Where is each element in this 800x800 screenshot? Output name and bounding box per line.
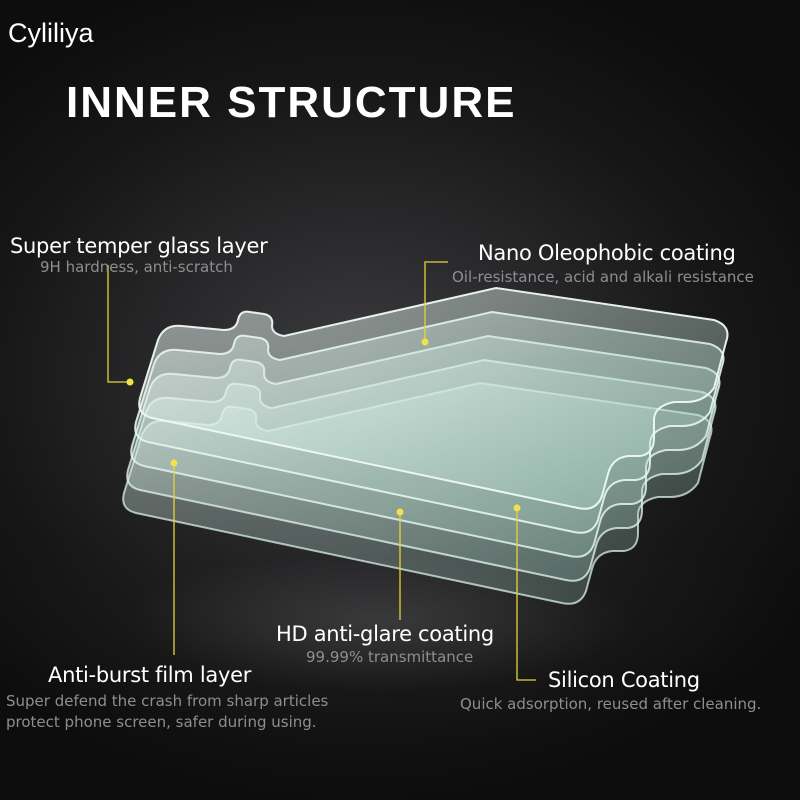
label-super-temper-glass: Super temper glass layer [10,234,268,258]
sublabel-anti-burst-line1: Super defend the crash from sharp articl… [6,692,329,710]
label-silicon-coating: Silicon Coating [548,668,700,692]
leader-line-super-temper [107,265,128,383]
label-hd-anti-glare: HD anti-glare coating [276,622,494,646]
sublabel-anti-burst-line2: protect phone screen, safer during using… [6,713,317,731]
brand-logo-text: Cyliliya [8,18,94,48]
marker-dot-hd [396,508,404,516]
marker-dot-nano [421,338,429,346]
sublabel-hd-anti-glare: 99.99% transmittance [306,648,474,666]
page-title: INNER STRUCTURE [66,78,517,127]
label-nano-oleophobic: Nano Oleophobic coating [478,241,736,265]
sublabel-nano-oleophobic: Oil-resistance, acid and alkali resistan… [452,268,754,286]
marker-dot-anti-burst [170,459,178,467]
marker-dot-silicon [513,504,521,512]
marker-dot-super-temper [126,378,134,386]
sublabel-silicon-coating: Quick adsorption, reused after cleaning. [460,695,762,713]
leader-line-nano [424,261,448,340]
label-anti-burst-film: Anti-burst film layer [48,663,252,687]
sublabel-super-temper-glass: 9H hardness, anti-scratch [40,258,233,276]
leader-line-silicon [516,510,536,681]
